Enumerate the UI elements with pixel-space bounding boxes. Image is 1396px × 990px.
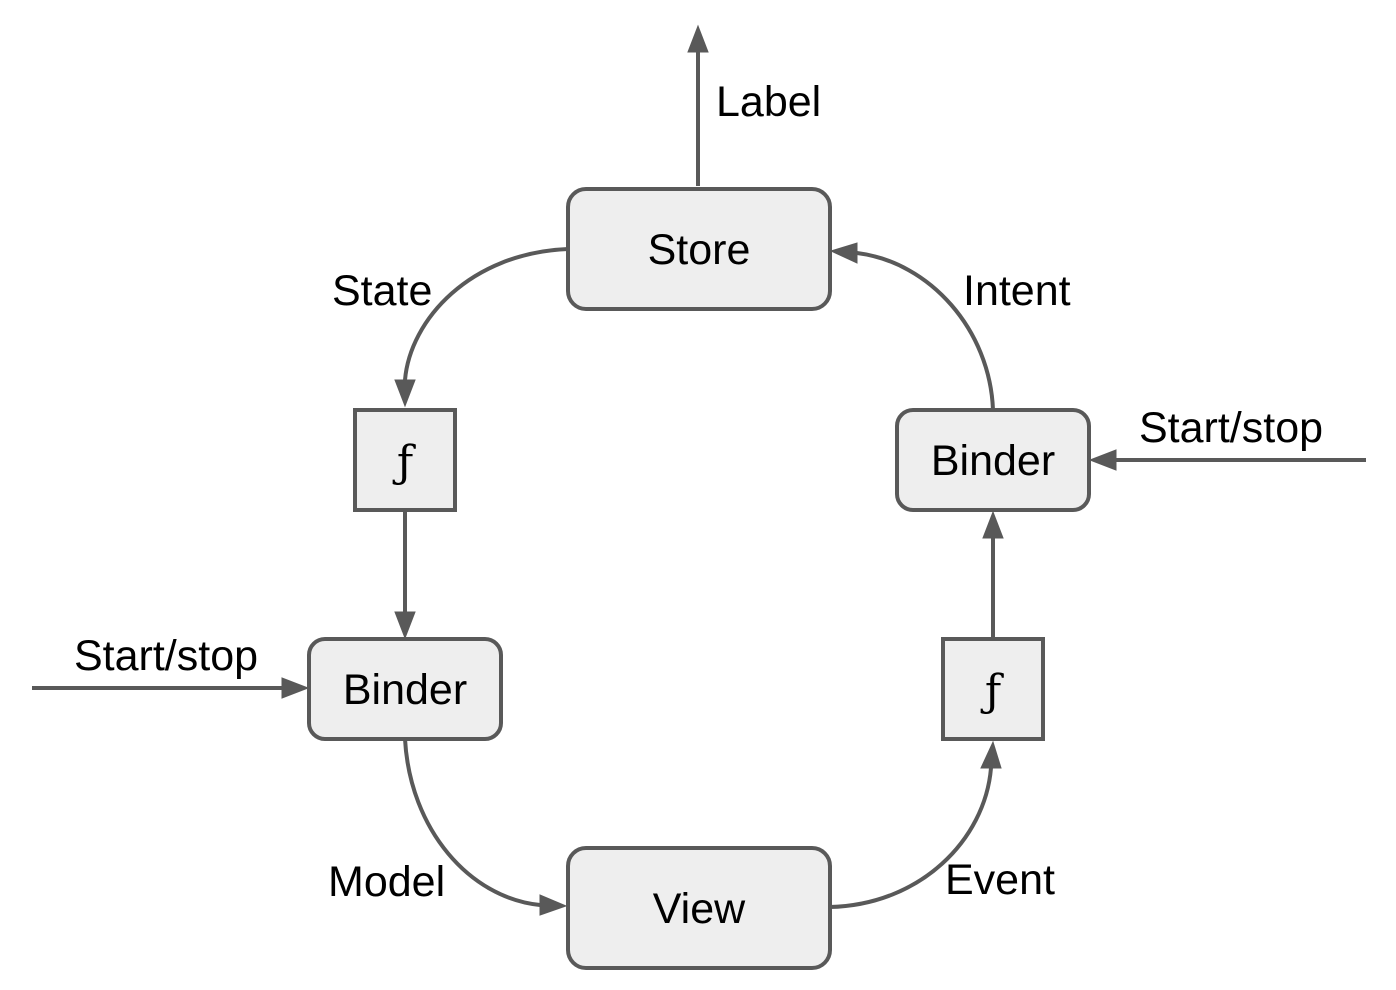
node-binder-left: Binder — [307, 637, 503, 741]
node-binder-right: Binder — [895, 408, 1091, 512]
edge-label-start-stop-left: Start/stop — [74, 632, 258, 680]
edge-label-label: Label — [716, 78, 821, 126]
node-func-right: ƒ — [941, 637, 1045, 741]
edge-label-state: State — [332, 267, 432, 315]
edge-view-to-func-right — [829, 767, 993, 909]
edge-binder-right-to-store — [856, 251, 995, 411]
arrowhead-func-right-binder — [982, 510, 1004, 539]
arrowhead-start-stop-right — [1088, 449, 1117, 471]
edge-label-event: Event — [945, 856, 1055, 904]
node-binder-left-label: Binder — [343, 666, 467, 714]
edge-label-model: Model — [328, 858, 445, 906]
arrowhead-event — [980, 740, 1002, 769]
node-binder-right-label: Binder — [931, 437, 1055, 485]
arrowhead-intent — [829, 242, 858, 264]
edge-label-start-stop-right: Start/stop — [1139, 404, 1323, 452]
edge-label-intent: Intent — [963, 267, 1071, 315]
arrowhead-func-left-binder — [394, 611, 416, 640]
node-view: View — [566, 846, 832, 970]
edge-binder-left-to-view — [403, 738, 541, 907]
node-store: Store — [566, 187, 832, 311]
arrowhead-start-stop-left — [281, 677, 310, 699]
arrowhead-state — [394, 379, 416, 408]
node-func-left: ƒ — [353, 408, 457, 512]
arrowhead-model — [539, 894, 568, 916]
node-view-label: View — [653, 885, 746, 933]
edge-store-to-func-left — [403, 247, 569, 381]
arrowhead-label — [687, 24, 709, 53]
node-store-label: Store — [648, 226, 751, 274]
